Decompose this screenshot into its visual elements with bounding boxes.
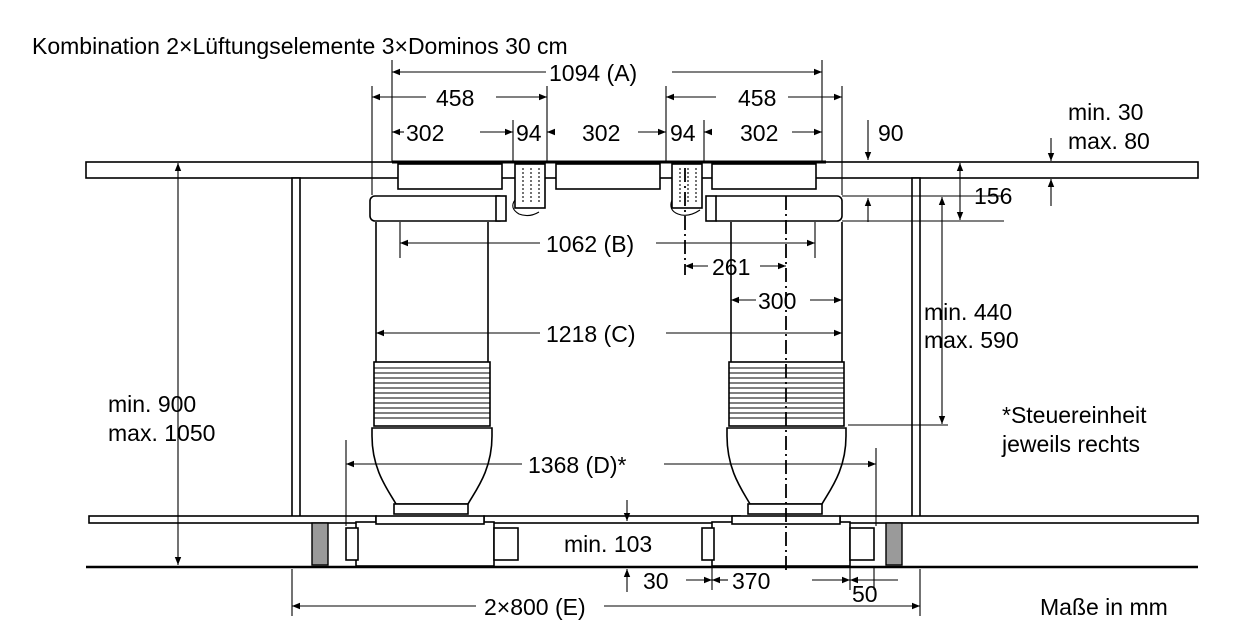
- dim-370-label: 370: [732, 568, 770, 594]
- duct-max-label: max. 590: [924, 327, 1019, 353]
- fan-housing-left: [369, 195, 507, 222]
- dim-e-label: 2×800 (E): [484, 594, 586, 620]
- dimension-lines: [174, 68, 1055, 610]
- dim-300-label: 300: [758, 288, 796, 314]
- dim-302-3-label: 302: [740, 120, 778, 146]
- units-note: Maße in mm: [1040, 594, 1168, 620]
- dim-94-1-label: 94: [516, 120, 542, 146]
- plinth-leg-left: [311, 522, 329, 566]
- vent-unit-right: [670, 163, 703, 216]
- vent-unit-left: [512, 163, 546, 217]
- dim-90-label: 90: [878, 120, 904, 146]
- dim-302-2-label: 302: [582, 120, 620, 146]
- dim-30-label: 30: [643, 568, 669, 594]
- plinth-leg-right: [885, 522, 903, 566]
- dim-156-label: 156: [974, 183, 1012, 209]
- duct-left: [371, 222, 493, 515]
- plinth-min-label: min. 103: [564, 531, 652, 557]
- height-min-label: min. 900: [108, 391, 196, 417]
- dim-d-label: 1368 (D)*: [528, 452, 626, 478]
- worktop-min-label: min. 30: [1068, 99, 1143, 125]
- cabinet-bottom: [88, 515, 1199, 524]
- plinth-box-left: [345, 515, 519, 567]
- footnote-line-1: *Steuereinheit: [1002, 402, 1147, 428]
- dim-50-label: 50: [852, 581, 878, 607]
- dim-c-label: 1218 (C): [546, 321, 635, 347]
- fan-housing-right: [705, 195, 843, 222]
- dim-458-left-label: 458: [436, 85, 474, 111]
- height-max-label: max. 1050: [108, 420, 215, 446]
- dim-261-label: 261: [712, 254, 750, 280]
- footnote-line-2: jeweils rechts: [1001, 431, 1140, 457]
- cooktop: [392, 160, 826, 190]
- duct-min-label: min. 440: [924, 299, 1012, 325]
- worktop-max-label: max. 80: [1068, 128, 1150, 154]
- dim-302-1-label: 302: [406, 120, 444, 146]
- dim-a-label: 1094 (A): [549, 60, 637, 86]
- plinth-box-right: [701, 515, 875, 567]
- dim-458-right-label: 458: [738, 85, 776, 111]
- diagram-title: Kombination 2×Lüftungselemente 3×Dominos…: [32, 33, 568, 59]
- dim-b-label: 1062 (B): [546, 231, 634, 257]
- dim-94-2-label: 94: [670, 120, 696, 146]
